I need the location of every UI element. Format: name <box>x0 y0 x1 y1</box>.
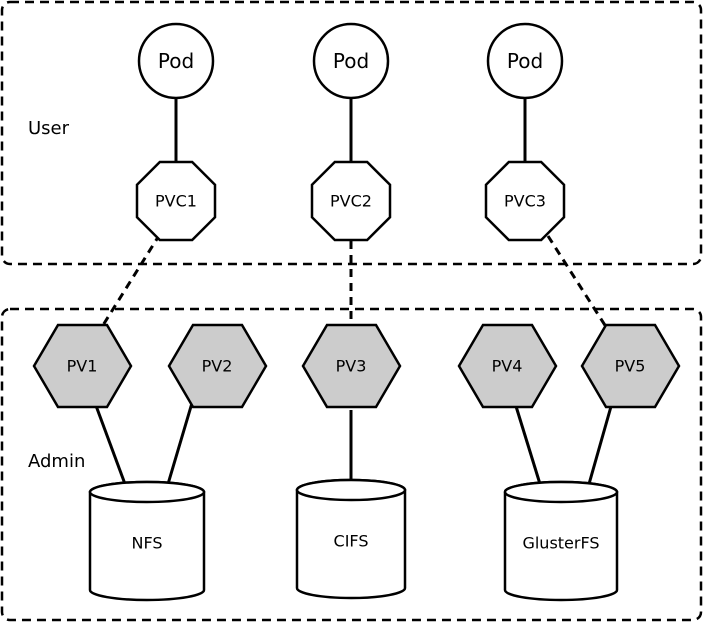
pvc-2-octagon <box>310 160 392 242</box>
pv-5-label: PV5 <box>615 357 646 376</box>
pv-3-hexagon <box>301 323 402 409</box>
pv-2: PV2 <box>167 323 268 409</box>
admin-zone <box>0 307 703 622</box>
pv-4: PV4 <box>457 323 558 409</box>
pv-3-label: PV3 <box>336 357 367 376</box>
pod-2: Pod <box>312 22 390 100</box>
edge-pv1-nfs <box>93 402 127 485</box>
pod-1-label: Pod <box>158 49 194 73</box>
storage-glusterfs-cylinder-top <box>503 480 619 504</box>
storage-cifs-cylinder-top <box>295 478 407 502</box>
user-zone <box>0 0 703 266</box>
storage-glusterfs: GlusterFS <box>503 480 619 602</box>
user-zone-label: User <box>28 118 70 139</box>
pv-2-label: PV2 <box>202 357 233 376</box>
pv-1-hexagon <box>32 323 133 409</box>
edge-pvc1-pv1 <box>98 233 162 331</box>
edge-pv4-glusterfs <box>513 402 542 485</box>
edge-pvc3-pv5 <box>546 235 610 331</box>
pvc-3-label: PVC3 <box>504 192 546 211</box>
storage-cifs-label: CIFS <box>334 532 369 551</box>
storage-nfs: NFS <box>88 480 206 602</box>
pod-2-circle <box>312 22 390 100</box>
pvc-2: PVC2 <box>310 160 392 242</box>
pvc-2-label: PVC2 <box>330 192 372 211</box>
pv-5-hexagon <box>580 323 681 409</box>
pod-1-circle <box>137 22 215 100</box>
pv-4-label: PV4 <box>492 357 523 376</box>
pod-1: Pod <box>137 22 215 100</box>
pod-2-label: Pod <box>333 49 369 73</box>
pv-5: PV5 <box>580 323 681 409</box>
pvc-3: PVC3 <box>484 160 566 242</box>
pv-1: PV1 <box>32 323 133 409</box>
edge-pv2-nfs <box>166 402 194 485</box>
storage-cifs: CIFS <box>295 478 407 600</box>
storage-nfs-label: NFS <box>131 534 162 553</box>
storage-glusterfs-label: GlusterFS <box>522 534 599 553</box>
edge-pv5-glusterfs <box>587 402 614 485</box>
pod-3: Pod <box>486 22 564 100</box>
pod-3-circle <box>486 22 564 100</box>
pod-3-label: Pod <box>507 49 543 73</box>
pv-3: PV3 <box>301 323 402 409</box>
admin-zone-label: Admin <box>28 451 85 472</box>
pvc-3-octagon <box>484 160 566 242</box>
pv-4-hexagon <box>457 323 558 409</box>
pvc-1-label: PVC1 <box>155 192 197 211</box>
pvc-1-octagon <box>135 160 217 242</box>
pvc-1: PVC1 <box>135 160 217 242</box>
pv-2-hexagon <box>167 323 268 409</box>
pv-1-label: PV1 <box>67 357 98 376</box>
storage-nfs-cylinder-top <box>88 480 206 504</box>
